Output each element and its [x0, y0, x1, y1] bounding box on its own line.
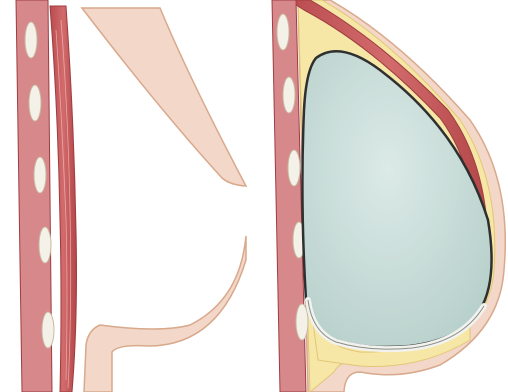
left-panel — [16, 0, 246, 392]
rib — [25, 22, 37, 58]
rib — [39, 227, 51, 263]
left-lower-skin-flap — [84, 236, 246, 392]
left-upper-skin-flap — [82, 8, 246, 186]
right-panel — [272, 0, 505, 392]
rib — [29, 85, 41, 121]
rib — [42, 312, 54, 348]
rib — [277, 14, 289, 50]
rib — [34, 157, 46, 193]
breast-implant — [302, 51, 491, 347]
rib — [288, 150, 300, 186]
rib — [296, 304, 308, 340]
rib — [283, 77, 295, 113]
